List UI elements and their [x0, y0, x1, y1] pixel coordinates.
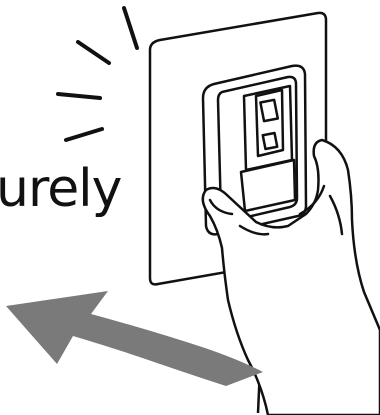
caption-text: urely	[0, 159, 121, 219]
motion-lines-icon	[58, 8, 137, 140]
push-direction-arrow-icon	[6, 291, 263, 386]
